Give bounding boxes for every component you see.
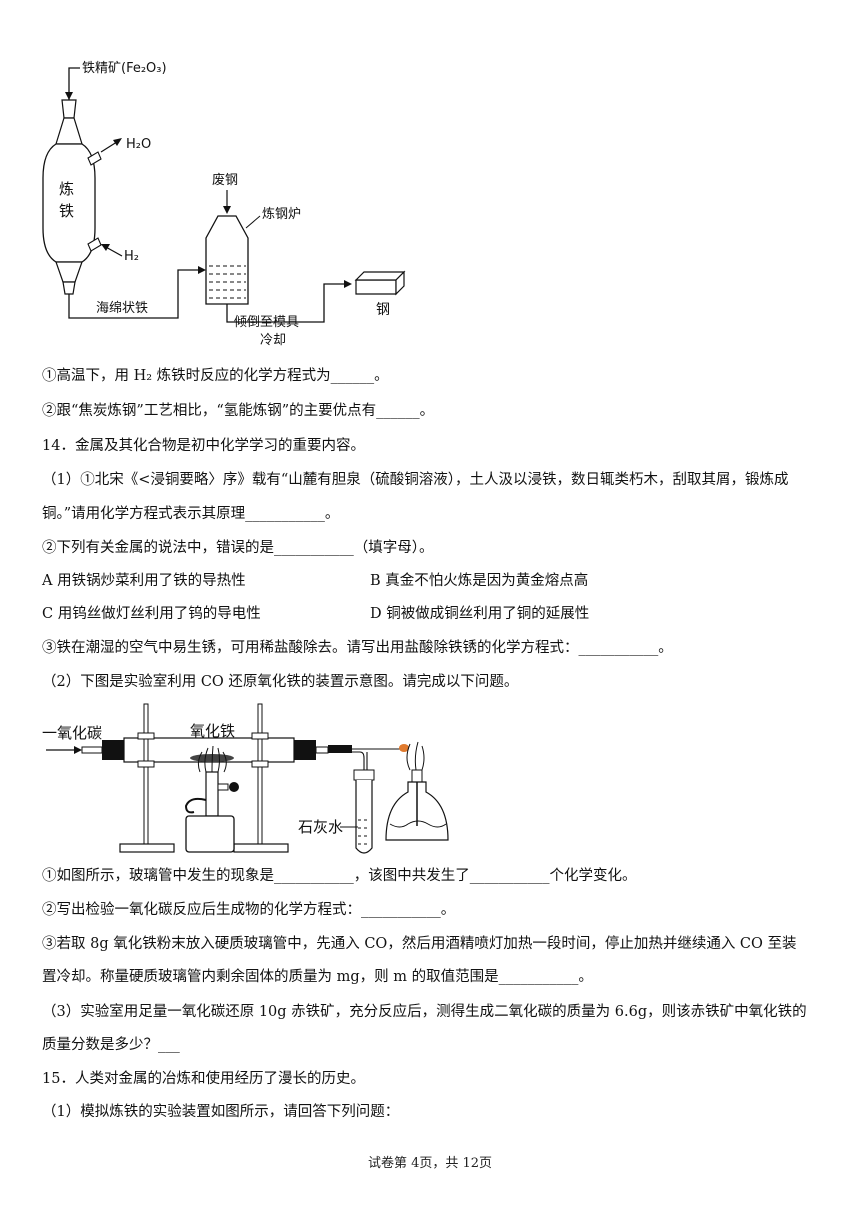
- steel-label: 钢: [376, 302, 390, 318]
- outlet-pipe: [315, 746, 329, 754]
- sponge-iron-line: [68, 269, 200, 319]
- limewater-label: 石灰水: [298, 818, 343, 836]
- burner-flame: [197, 745, 227, 773]
- q14-p1-line-1: （1）①北宋《<浸铜要略〉序》载有“山麓有胆泉（硫酸铜溶液），土人汲以浸铁，数日…: [42, 472, 789, 488]
- burner-valve: [217, 783, 229, 791]
- h2o-label: H₂O: [126, 137, 151, 152]
- co-label: 一氧化碳: [42, 724, 102, 742]
- fe2o3-label: 氧化铁: [190, 722, 235, 740]
- burner-nozzle: [205, 771, 219, 817]
- furnace-label-1: 炼: [59, 180, 74, 198]
- molten-liquid: [209, 265, 246, 299]
- q14-p2-item-1: ①如图所示，玻璃管中发生的现象是___________，该图中共发生了_____…: [42, 868, 637, 884]
- option-a: A 用铁锅炒菜利用了铁的导热性: [42, 573, 246, 589]
- alcohol-lamp-wick: [411, 769, 423, 783]
- right-stand-base: [233, 843, 289, 853]
- q15-stem: 15．人类对金属的冶炼和使用经历了漫长的历史。: [42, 1071, 365, 1087]
- furnace-label-2: 铁: [59, 202, 74, 220]
- right-clamp-top: [251, 732, 269, 740]
- q14-p2-item-3-line-1: ③若取 8g 氧化铁粉末放入硬质玻璃管中，先通入 CO，然后用酒精喷灯加热一段时…: [42, 936, 797, 952]
- furnace-top-cone: [55, 117, 83, 145]
- sponge-iron-arrow: [198, 266, 206, 274]
- burning-co-flame: [399, 744, 409, 752]
- option-row-cd: C 用钨丝做灯丝利用了钨的导电性 D 铜被做成铜丝利用了铜的延展性: [42, 604, 832, 624]
- furnace-outlet: [62, 281, 76, 295]
- burner-handle: [184, 797, 207, 814]
- pour-arrow: [344, 280, 352, 288]
- co-inlet-arrow-head: [74, 746, 82, 754]
- steel-furnace-label: 炼钢炉: [262, 207, 301, 222]
- alcohol-lamp-flame: [406, 741, 425, 771]
- h2o-outlet-pipe: [87, 151, 102, 166]
- test-tube-stopper: [353, 769, 375, 781]
- iron-ore-label: 铁精矿(Fe₂O₃): [82, 61, 167, 76]
- steel-furnace-body: [205, 215, 249, 305]
- rubber-tube: [328, 745, 352, 753]
- test-tube: [355, 780, 373, 854]
- left-stopper: [102, 740, 124, 760]
- q14-p2-item-2: ②写出检验一氧化碳反应后生成物的化学方程式：___________。: [42, 902, 456, 918]
- steel-ingot-side: [395, 270, 405, 296]
- option-c: C 用钨丝做灯丝利用了钨的导电性: [42, 606, 261, 622]
- sponge-iron-label: 海绵状铁: [96, 301, 148, 316]
- right-clamp-bottom: [251, 760, 269, 768]
- inlet-pipe: [81, 746, 103, 754]
- right-stand-rod: [257, 703, 263, 845]
- scrap-steel-label: 废钢: [212, 172, 238, 188]
- q14-p2-stem: （2）下图是实验室利用 CO 还原氧化铁的装置示意图。请完成以下问题。: [42, 674, 519, 690]
- q14-p1-item-3: ③铁在潮湿的空气中易生锈，可用稀盐酸除去。请写出用盐酸除铁锈的化学方程式：___…: [42, 640, 673, 656]
- burner-knob: [229, 782, 239, 792]
- pour-line: [226, 283, 344, 323]
- option-d: D 铜被做成铜丝利用了铜的延展性: [370, 606, 590, 622]
- left-stand-base: [119, 843, 175, 853]
- steel-ingot-front: [355, 279, 397, 295]
- scrap-steel-arrow-head: [223, 206, 231, 214]
- pour-mold-label: 倾倒至模具: [234, 315, 299, 330]
- option-b: B 真金不怕火炼是因为黄金熔点高: [370, 573, 589, 589]
- option-row-ab: A 用铁锅炒菜利用了铁的导热性 B 真金不怕火炼是因为黄金熔点高: [42, 571, 832, 591]
- q13-item-1: ①高温下，用 H₂ 炼铁时反应的化学方程式为______。: [42, 368, 389, 384]
- limewater: [358, 819, 370, 845]
- left-stand-rod: [143, 703, 149, 845]
- hopper: [61, 99, 77, 119]
- alcohol-lamp-liquid: [389, 820, 447, 828]
- left-clamp-bottom: [137, 760, 155, 768]
- steel-furnace-pointer: [245, 215, 261, 229]
- page-footer: 试卷第 4页，共 12页: [367, 1156, 493, 1171]
- q14-stem: 14．金属及其化合物是初中化学学习的重要内容。: [42, 438, 365, 454]
- q14-p3-line-1: （3）实验室用足量一氧化碳还原 10g 赤铁矿，充分反应后，测得生成二氧化碳的质…: [42, 1004, 807, 1020]
- h2o-arrow-head: [113, 138, 122, 146]
- left-clamp-top: [137, 732, 155, 740]
- hydrogen-steelmaking-diagram: 铁精矿(Fe₂O₃) 炼 铁 H₂O H₂ 海绵状铁 废钢: [42, 61, 406, 348]
- co-reduction-apparatus: 一氧化碳 氧化铁: [42, 703, 449, 854]
- q14-p1-item-2: ②下列有关金属的说法中，错误的是___________（填字母）。: [42, 540, 434, 556]
- furnace-bottom-cone: [55, 261, 83, 283]
- q14-p3-line-2: 质量分数是多少？___: [42, 1037, 180, 1053]
- q14-p1-line-2: 铜。”请用化学方程式表示其原理___________。: [42, 506, 340, 522]
- h2-label: H₂: [124, 249, 139, 264]
- cool-label: 冷却: [260, 333, 286, 348]
- h2-arrow-head: [101, 244, 110, 251]
- q14-p2-item-3-line-2: 置冷却。称量硬质玻璃管内剩余固体的质量为 mg，则 m 的取值范围是______…: [42, 969, 593, 985]
- ore-feed-line: [68, 67, 80, 100]
- q13-item-2: ②跟“焦炭炼钢”工艺相比，“氢能炼钢”的主要优点有______。: [42, 403, 435, 419]
- h2-inlet-pipe: [87, 237, 102, 252]
- burner-body: [185, 815, 235, 853]
- q15-p1: （1）模拟炼铁的实验装置如图所示，请回答下列问题：: [42, 1104, 400, 1120]
- right-stopper: [294, 740, 316, 760]
- ore-feed-arrow: [65, 92, 73, 100]
